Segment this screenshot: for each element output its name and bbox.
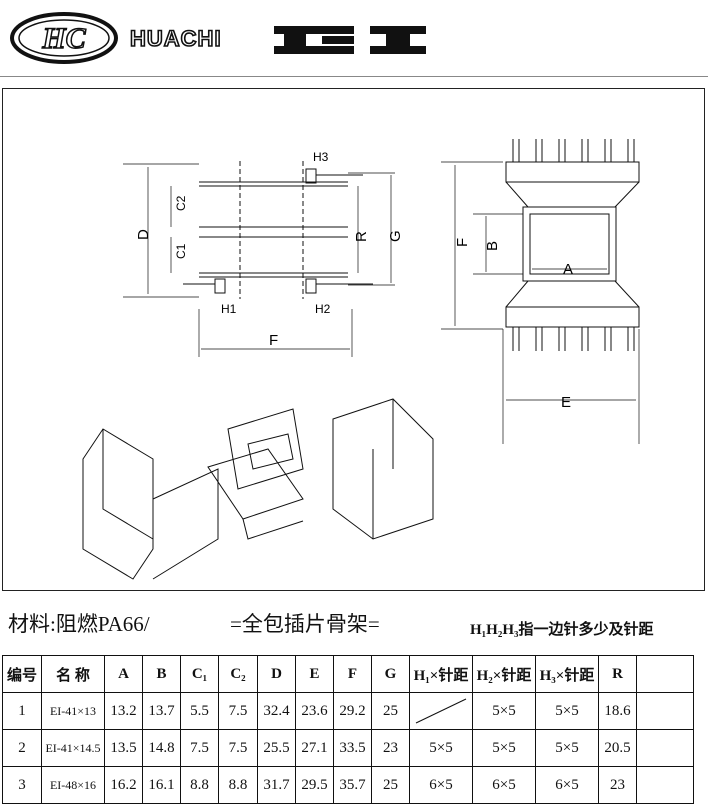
ei-product-mark: EI — [270, 18, 426, 54]
dim-label-c2: C2 — [174, 195, 188, 211]
table-cell: 14.8 — [142, 729, 181, 767]
col-header: H₂×针距 — [472, 655, 536, 693]
table-cell: 1 — [2, 692, 42, 730]
table-cell: 8.8 — [180, 766, 219, 804]
table-cell: 7.5 — [218, 692, 258, 730]
table-cell: 7.5 — [218, 729, 258, 767]
col-header: G — [371, 655, 410, 693]
pin-row-bottom — [512, 327, 635, 351]
svg-text:EI: EI — [270, 18, 272, 19]
table-cell: EI-48×16 — [41, 766, 105, 804]
table-cell: 35.7 — [333, 766, 372, 804]
table-cell: 33.5 — [333, 729, 372, 767]
col-header: B — [142, 655, 181, 693]
col-header: 编号 — [2, 655, 42, 693]
table-cell: 5×5 — [472, 729, 536, 767]
dim-label-a: A — [563, 261, 573, 278]
header-divider — [0, 76, 708, 77]
col-header: C₂ — [218, 655, 258, 693]
dim-label-c1: C1 — [174, 243, 188, 259]
table-cell: EI-41×13 — [41, 692, 105, 730]
table-cell: 5×5 — [535, 729, 599, 767]
brand-name: HUACHI — [129, 25, 222, 52]
table-row: 1 EI-41×13 13.2 13.7 5.5 7.5 32.4 23.6 2… — [2, 692, 694, 730]
table-cell: 13.7 — [142, 692, 181, 730]
table-cell: 25.5 — [257, 729, 296, 767]
table-cell: 5.5 — [180, 692, 219, 730]
col-header: D — [257, 655, 296, 693]
table-cell: 16.2 — [104, 766, 143, 804]
table-cell: 29.2 — [333, 692, 372, 730]
table-cell: 29.5 — [295, 766, 334, 804]
side-view — [123, 161, 395, 357]
table-cell: 27.1 — [295, 729, 334, 767]
table-cell: 13.5 — [104, 729, 143, 767]
pin-note: H₁H₂H₃指一边针多少及针距 — [470, 622, 654, 638]
table-cell: 5×5 — [535, 692, 599, 730]
technical-drawing: D C2 C1 H3 R G H1 H2 F — [2, 88, 705, 591]
material-text: 材料:阻燃PA66/ — [8, 612, 150, 636]
table-cell: 18.6 — [598, 692, 637, 730]
col-header: H₁×针距 — [409, 655, 473, 693]
dim-label-f-front: F — [454, 238, 471, 247]
table-cell: EI-41×14.5 — [41, 729, 105, 767]
table-cell: 6×5 — [472, 766, 536, 804]
dim-label-b: B — [484, 241, 501, 251]
table-cell: 3 — [2, 766, 42, 804]
table-row: 2 EI-41×14.5 13.5 14.8 7.5 7.5 25.5 27.1… — [2, 729, 694, 767]
table-cell: 16.1 — [142, 766, 181, 804]
dim-label-h3: H3 — [313, 150, 329, 164]
table-row: 3 EI-48×16 16.2 16.1 8.8 8.8 31.7 29.5 3… — [2, 766, 694, 804]
caption-row: 材料:阻燃PA66/ =全包插片骨架= H₁H₂H₃指一边针多少及针距 — [8, 606, 708, 640]
table-cell: 6×5 — [409, 766, 473, 804]
dim-label-h1: H1 — [221, 302, 237, 316]
table-cell — [636, 692, 694, 730]
table-cell: 32.4 — [257, 692, 296, 730]
col-header: C₁ — [180, 655, 219, 693]
spec-table: 编号 名 称 A B C₁ C₂ D E F G H₁×针距 H₂×针距 H₃×… — [2, 655, 694, 804]
logo-text: HC — [41, 22, 86, 55]
exploded-isometric-view — [82, 398, 434, 580]
front-view — [441, 139, 640, 444]
table-cell: 25 — [371, 692, 410, 730]
huachi-logo: HC — [10, 12, 118, 64]
dim-label-f-side: F — [269, 332, 278, 349]
col-header: F — [333, 655, 372, 693]
table-cell: 5×5 — [472, 692, 536, 730]
table-cell — [636, 729, 694, 767]
table-cell: 13.2 — [104, 692, 143, 730]
col-header: 名 称 — [41, 655, 105, 693]
table-cell: 23 — [371, 729, 410, 767]
table-cell: 20.5 — [598, 729, 637, 767]
table-cell: 2 — [2, 729, 42, 767]
table-cell: 8.8 — [218, 766, 258, 804]
col-header — [636, 655, 694, 693]
table-cell: 23.6 — [295, 692, 334, 730]
table-cell-slashed — [409, 692, 473, 730]
table-cell: 6×5 — [535, 766, 599, 804]
dim-label-r: R — [353, 231, 370, 242]
col-header: R — [598, 655, 637, 693]
table-cell — [636, 766, 694, 804]
table-cell: 5×5 — [409, 729, 473, 767]
table-cell: 25 — [371, 766, 410, 804]
table-cell: 7.5 — [180, 729, 219, 767]
table-cell: 31.7 — [257, 766, 296, 804]
pin-row-top — [512, 139, 635, 162]
dim-label-g: G — [387, 230, 404, 242]
dim-label-e: E — [561, 394, 571, 411]
product-title: =全包插片骨架= — [230, 612, 380, 636]
col-header: A — [104, 655, 143, 693]
diagonal-slash — [415, 698, 467, 724]
dim-label-d: D — [135, 229, 152, 240]
col-header: E — [295, 655, 334, 693]
dim-label-h2: H2 — [315, 302, 331, 316]
table-cell: 23 — [598, 766, 637, 804]
col-header: H₃×针距 — [535, 655, 599, 693]
table-header-row: 编号 名 称 A B C₁ C₂ D E F G H₁×针距 H₂×针距 H₃×… — [2, 655, 694, 693]
